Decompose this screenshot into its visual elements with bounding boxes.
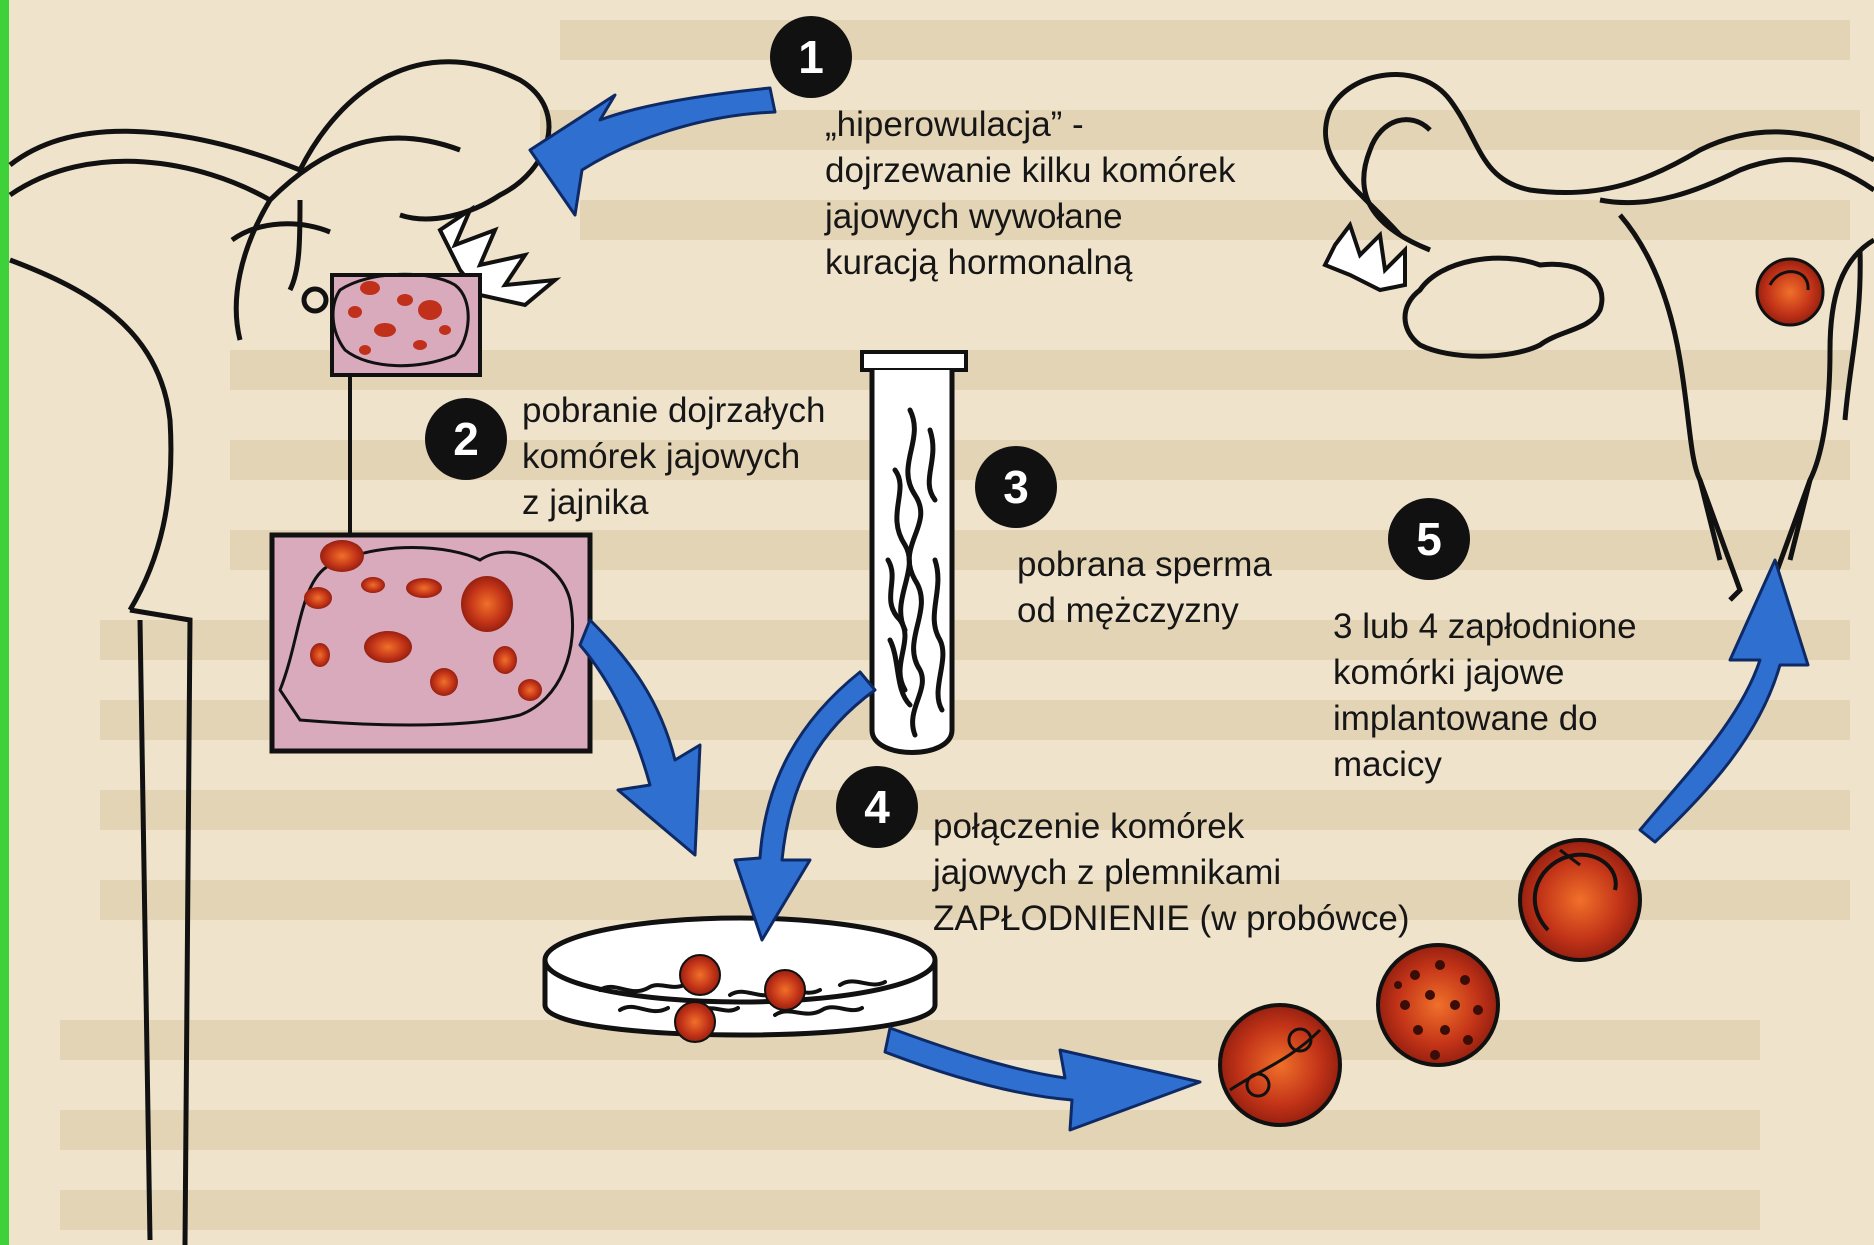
step-4-line-3: ZAPŁODNIENIE (w probówce) xyxy=(933,896,1410,942)
step-label-2: pobranie dojrzałych komórek jajowych z j… xyxy=(522,388,826,526)
step-2-line-3: z jajnika xyxy=(522,480,826,526)
ovary-right xyxy=(1405,258,1602,356)
step-label-5: 3 lub 4 zapłodnione komórki jajowe impla… xyxy=(1333,604,1637,788)
step-badge-2: 2 xyxy=(425,398,507,480)
step-5-line-4: macicy xyxy=(1333,742,1637,788)
petri-dish xyxy=(545,918,935,1042)
embryo-morula xyxy=(1378,945,1498,1065)
embryo-two-cell xyxy=(1220,1005,1340,1125)
step-4-line-2: jajowych z plemnikami xyxy=(933,850,1410,896)
step-1-line-4: kuracją hormonalną xyxy=(825,240,1235,286)
step-badge-4: 4 xyxy=(836,766,918,848)
test-tube xyxy=(862,352,966,753)
arrow-1 xyxy=(530,88,775,215)
step-1-line-1: „hiperowulacja” - xyxy=(825,102,1235,148)
step-5-line-1: 3 lub 4 zapłodnione xyxy=(1333,604,1637,650)
implanted-egg xyxy=(1757,259,1823,325)
step-4-line-1: połączenie komórek xyxy=(933,804,1410,850)
step-badge-3: 3 xyxy=(975,446,1057,528)
step-2-line-1: pobranie dojrzałych xyxy=(522,388,826,434)
step-label-3: pobrana sperma od mężczyzny xyxy=(1017,542,1272,634)
step-3-line-2: od mężczyzny xyxy=(1017,588,1272,634)
ovary-small xyxy=(332,274,480,375)
embryo-blastocyst xyxy=(1520,840,1640,960)
ovary-large xyxy=(272,535,590,751)
step-5-line-3: implantowane do xyxy=(1333,696,1637,742)
step-badge-1: 1 xyxy=(770,16,852,98)
step-1-line-3: jajowych wywołane xyxy=(825,194,1235,240)
step-2-line-2: komórek jajowych xyxy=(522,434,826,480)
step-badge-5: 5 xyxy=(1388,498,1470,580)
step-5-line-2: komórki jajowe xyxy=(1333,650,1637,696)
step-3-line-1: pobrana sperma xyxy=(1017,542,1272,588)
step-label-4: połączenie komórek jajowych z plemnikami… xyxy=(933,804,1410,942)
step-1-line-2: dojrzewanie kilku komórek xyxy=(825,148,1235,194)
step-label-1: „hiperowulacja” - dojrzewanie kilku komó… xyxy=(825,102,1235,286)
